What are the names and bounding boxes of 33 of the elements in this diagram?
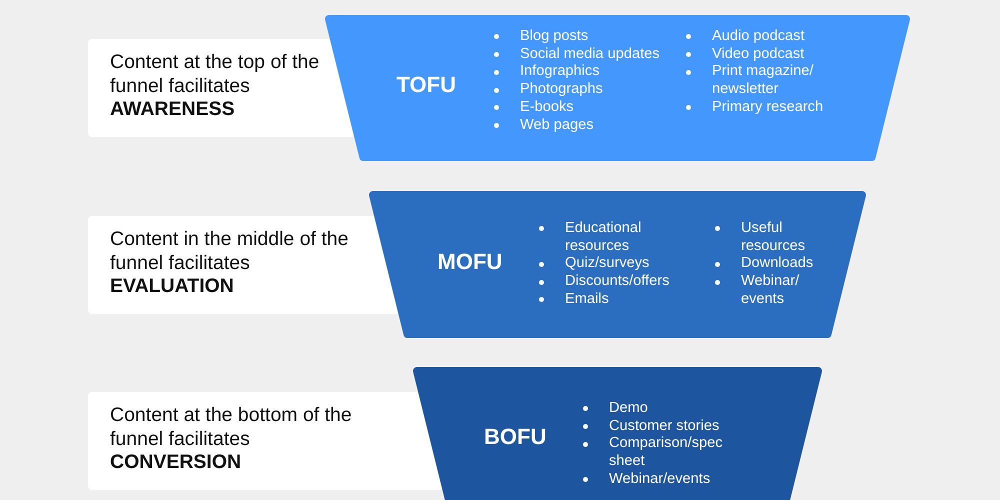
list-item: E-books: [520, 98, 574, 117]
stage-label: MOFU: [438, 249, 502, 275]
stage-description: Content at the bottom of the funnel facilitates CONVERSION: [110, 404, 353, 474]
list-item: Customer stories: [609, 418, 720, 436]
list-item: Discounts/offers: [565, 273, 670, 291]
list-item: Webinar/ events: [741, 273, 800, 309]
stage-description: Content at the top of the funnel facilitates AWARENESS: [110, 51, 320, 122]
list-item: Quiz/surveys: [565, 255, 650, 274]
list-item: Web pages: [520, 116, 594, 134]
stage-label: BOFU: [484, 424, 546, 450]
stage-description: Content in the middle of the funnel facilitates EVALUATION: [110, 228, 350, 298]
stage-label: TOFU: [396, 72, 456, 98]
list-item: Comparison/spec sheet: [609, 435, 724, 471]
funnel-stage: [325, 15, 910, 161]
list-item: Blog posts: [520, 28, 588, 46]
list-item: Audio podcast: [712, 28, 804, 46]
list-item: Primary research: [712, 98, 824, 117]
list-item: Educational resources: [565, 220, 642, 256]
list-item: Emails: [565, 290, 609, 309]
list-item: Video podcast: [712, 46, 804, 64]
list-item: Print magazine/ newsletter: [712, 63, 814, 99]
funnel-stage: [369, 191, 866, 338]
list-item: Infographics: [520, 63, 600, 82]
funnel-stage: [413, 367, 822, 500]
stage-card: [88, 39, 355, 137]
list-item: Downloads: [741, 255, 814, 274]
list-item: Useful resources: [741, 220, 806, 256]
stage-card: [88, 216, 399, 314]
list-item: Social media updates: [520, 46, 660, 64]
list-item: Photographs: [520, 81, 603, 99]
stage-card: [88, 392, 443, 490]
list-item: Webinar/events: [609, 470, 710, 489]
list-item: Demo: [609, 400, 648, 418]
